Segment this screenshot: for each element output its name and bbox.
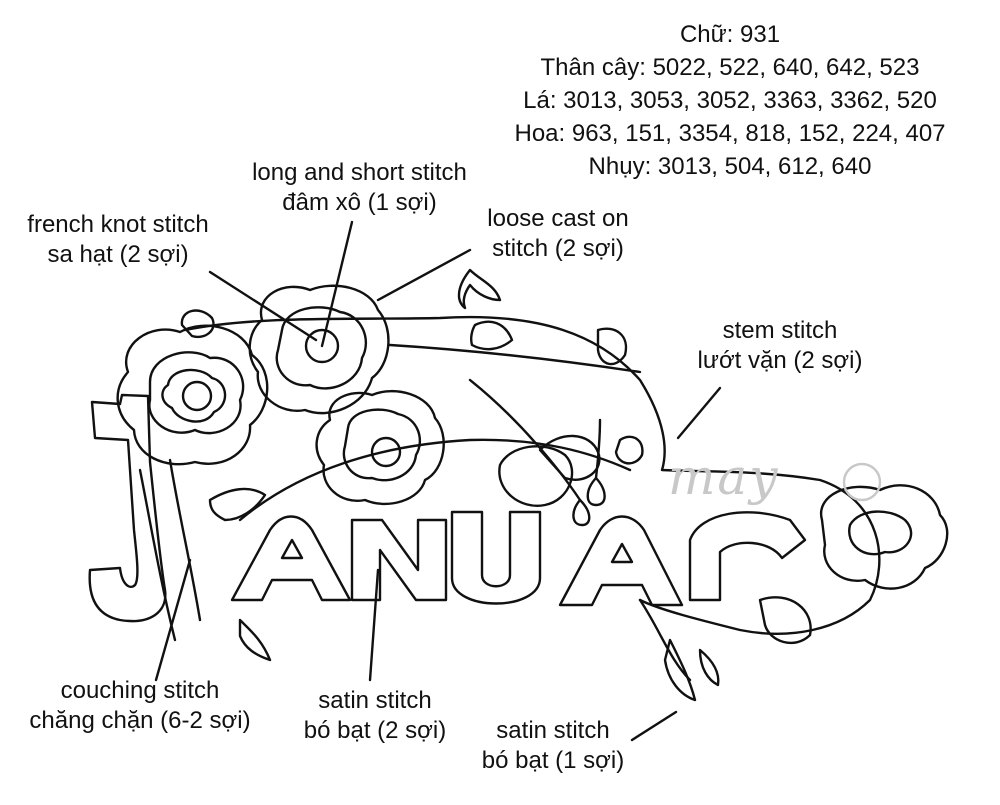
stem-line-4 [638,598,692,682]
label-stem-stitch: stem stitch lướt vặn (2 sợi) [680,316,880,376]
label-couching-line2: chăng chặn (6-2 sợi) [29,707,251,734]
leaf-bottom-2 [698,648,720,687]
label-french-knot-line2: sa hạt (2 sợi) [47,241,189,268]
label-satin-2-line1: satin stitch [318,687,432,714]
watermark-circle [842,462,882,502]
stem-line-2 [468,378,582,502]
leaf-right-small [614,435,644,465]
rose-top [248,284,390,415]
watermark-text: may [668,448,780,506]
label-satin-1-line2: bó bạt (1 sợi) [481,747,625,774]
label-satin-2-line2: bó bạt (2 sợi) [303,717,447,744]
label-loose-cast-line2: stitch (2 sợi) [492,235,624,262]
background-outline [183,315,881,635]
rose-left [116,324,269,466]
legend-line-stamens: Nhụy: 3013, 504, 612, 640 [588,153,872,180]
legend-line-letters: Chữ: 931 [679,21,781,48]
letter-a1-outline [230,515,352,602]
leaf-top-right [457,268,502,310]
leaf-left [208,487,267,522]
label-long-short-line1: long and short stitch [252,159,467,186]
rose-right [819,484,949,590]
hanging-bud [586,476,606,507]
label-long-short-stitch: long and short stitch đâm xô (1 sợi) [232,158,487,218]
label-stem-line1: stem stitch [722,317,838,344]
leaf-right-curl [596,327,628,366]
label-loose-cast-stitch: loose cast on stitch (2 sợi) [468,204,648,264]
stem-line [388,343,642,374]
letter-n-outline [350,518,448,602]
pointer-couching [154,558,192,682]
label-satin-1-line1: satin stitch [496,717,610,744]
label-satin-stitch-1: satin stitch bó bạt (1 sợi) [468,716,638,776]
label-couching-stitch: couching stitch chăng chặn (6-2 sợi) [10,676,270,736]
flower-bud-center-2 [538,434,601,481]
letter-j-outline [88,393,167,623]
legend-line-leaves: Lá: 3013, 3053, 3052, 3363, 3362, 520 [523,87,937,114]
pointer-french-knot [208,270,318,342]
pointer-long-short [320,220,354,348]
letter-r-outline [688,511,807,602]
couching-line-2 [138,468,177,642]
leaf-left-low [238,618,272,662]
label-french-knot-line1: french knot stitch [27,211,209,238]
thread-legend: Chữ: 931 Thân cây: 5022, 522, 640, 642, … [470,18,990,183]
label-french-knot-stitch: french knot stitch sa hạt (2 sợi) [8,210,228,270]
pointer-stem [676,386,722,440]
label-stem-line2: lướt vặn (2 sợi) [697,347,863,374]
label-loose-cast-line1: loose cast on [487,205,629,232]
rose-middle [315,390,445,506]
leaf-right-swirl [758,596,812,645]
leaf-bottom [663,638,697,702]
label-satin-stitch-2: satin stitch bó bạt (2 sợi) [290,686,460,746]
letter-a2-outline [558,515,684,607]
hanging-bud-2 [572,498,591,527]
legend-line-flowers: Hoa: 963, 151, 3354, 818, 152, 224, 407 [514,120,946,147]
legend-line-stems: Thân cây: 5022, 522, 640, 642, 523 [540,54,920,81]
couching-line [168,458,202,622]
pointer-satin-1 [630,710,678,742]
pointer-satin-2 [368,568,380,682]
stem-line-3 [594,418,602,480]
leaf-center-top [470,320,514,351]
flower-bud-center [498,445,574,507]
banner-curve [238,438,632,522]
pointer-loose-cast [376,248,472,302]
label-long-short-line2: đâm xô (1 sợi) [282,189,437,216]
rose-left-bud [180,309,215,339]
label-couching-line1: couching stitch [60,677,220,704]
letter-u-outline [450,510,542,605]
